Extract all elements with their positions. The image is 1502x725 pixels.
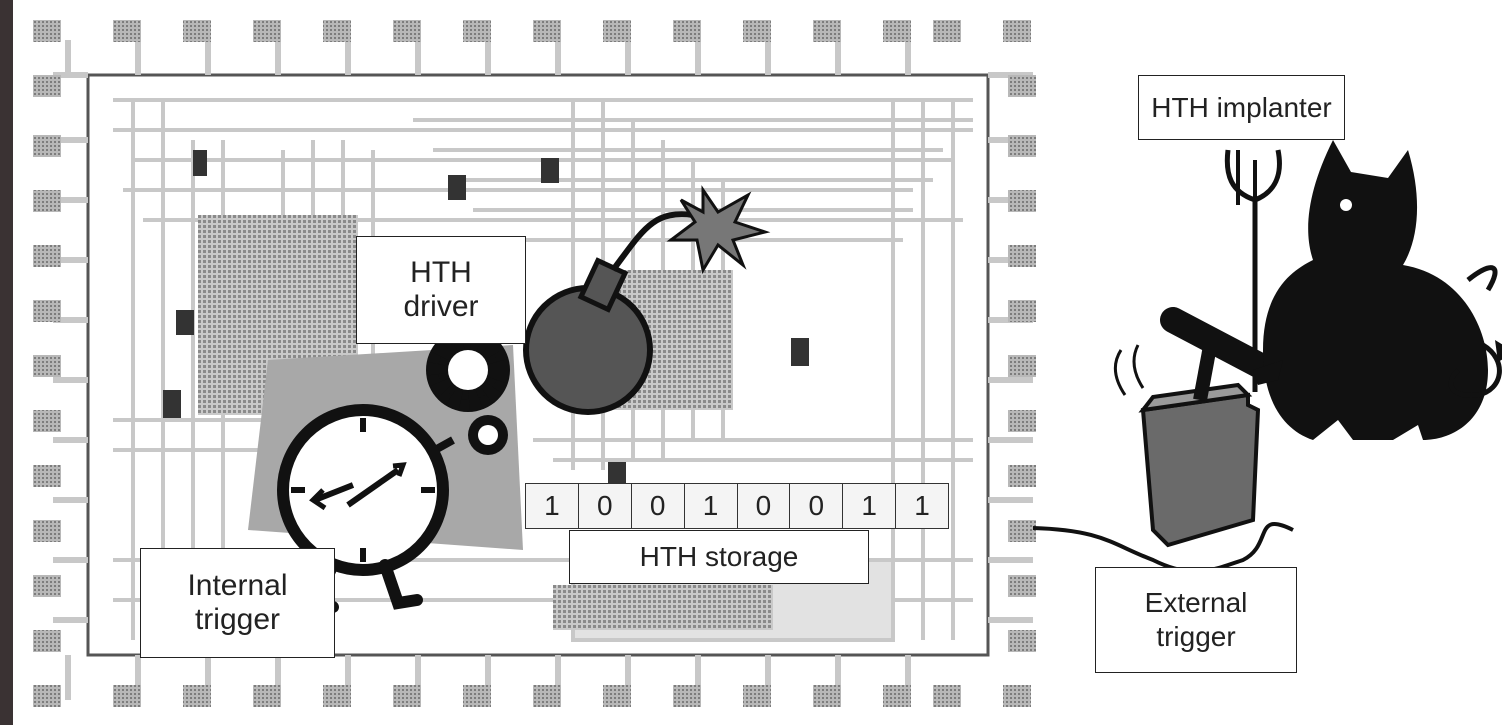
storage-bit: 0 — [632, 484, 685, 528]
storage-bit: 1 — [685, 484, 738, 528]
internal-trigger-text-line2: trigger — [195, 603, 280, 637]
external-trigger-text-line2: trigger — [1156, 620, 1235, 654]
hth-driver-text-line2: driver — [403, 290, 478, 324]
hth-driver-label: HTH driver — [356, 236, 526, 344]
storage-bit: 1 — [896, 484, 948, 528]
hth-driver-text-line1: HTH — [410, 256, 472, 290]
storage-bit: 1 — [843, 484, 896, 528]
internal-trigger-label: Internal trigger — [140, 548, 335, 658]
storage-bit: 0 — [579, 484, 632, 528]
storage-bit: 0 — [790, 484, 843, 528]
external-trigger-label: External trigger — [1095, 567, 1297, 673]
plunger-icon — [1033, 320, 1301, 572]
storage-bit: 0 — [738, 484, 791, 528]
hth-implanter-text: HTH implanter — [1151, 91, 1331, 125]
hth-storage-label: HTH storage — [569, 530, 869, 584]
hth-storage-text: HTH storage — [640, 540, 799, 574]
internal-trigger-text-line1: Internal — [187, 569, 287, 603]
devil-icon — [1227, 140, 1502, 440]
storage-bit: 1 — [526, 484, 579, 528]
hth-implanter-label: HTH implanter — [1138, 75, 1345, 140]
external-trigger-text-line1: External — [1145, 586, 1248, 620]
